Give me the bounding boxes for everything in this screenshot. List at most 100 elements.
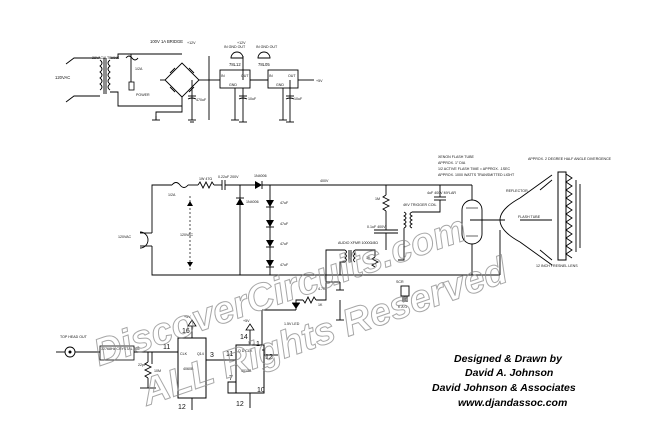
mains-dashed-link: [187, 196, 193, 270]
trigger-circuit: [374, 185, 446, 261]
reflector-beam: [470, 174, 553, 266]
reg1-pins-label: IN GND OUT: [224, 45, 246, 49]
crystal-label: 32768Hz CRYSTAL 555: [101, 347, 140, 351]
credit-line4: www.djandassoc.com: [458, 397, 567, 409]
credits-block: Designed & Drawn by David A. Johnson Dav…: [432, 353, 576, 409]
vcc2-label: +5V: [243, 319, 250, 323]
pin-1: 1: [256, 341, 260, 348]
ladder-cap-3: 47uF: [280, 242, 289, 246]
sensor-label: TOP HEAD OUT: [60, 335, 88, 339]
mains-mid-label: 120VAC: [180, 233, 194, 237]
r4-label: 4.7K: [318, 287, 326, 291]
tube-header-3: 1/2 ACTIVE FLASH TIME = APPROX. .1SEC: [438, 167, 511, 171]
r2-label: 1M: [375, 197, 380, 201]
rail1-label: +12V: [237, 41, 246, 45]
led-driver: [261, 281, 344, 350]
pin-12b: 12: [265, 354, 273, 361]
r1-label: 1W 47Ω: [199, 177, 212, 181]
timing-cap-label: 22pF: [138, 363, 147, 367]
pin-14: 14: [240, 334, 248, 341]
hv-rail-label: 400V: [320, 179, 329, 183]
ladder-cap-1: 47uF: [280, 201, 289, 205]
pin-16a: 16: [182, 328, 190, 335]
r5-label: 1K: [318, 303, 323, 307]
fresnel-lens: [557, 171, 581, 261]
hv-bus: [151, 180, 501, 276]
crystal-oscillator: [99, 345, 178, 389]
bridge-rectifier: [155, 62, 209, 120]
reg2-pins-label: IN GND OUT: [256, 45, 278, 49]
pin-10: 10: [257, 387, 265, 394]
timing-section: TOP HEAD OUT 32768Hz CRYSTAL 555 10M 22p…: [56, 315, 278, 411]
small-cap-label: 0.1uF 400V: [367, 225, 386, 229]
credit-line1: Designed & Drawn by: [454, 353, 563, 365]
flash-section: XENON FLASH TUBE APPROX. 1" DIA 1/2 ACTI…: [118, 155, 612, 350]
tube-header-4: APPROX. 1000 WATTS TRANSMITTED LIGHT: [438, 173, 515, 177]
ic-4060: [177, 319, 226, 410]
ladder-cap-2: 47uF: [280, 222, 289, 226]
fuse-label: 1/2A: [135, 67, 143, 71]
trigger-cap-label: 4uF 400V MYLAR: [427, 191, 456, 195]
led2-label: 1.5V LED: [284, 322, 300, 326]
ic2-pins: Q D CLK: [238, 349, 253, 353]
regulator-78l05: [257, 51, 314, 123]
transformer-label: 28VAC/6 TRANS: [92, 56, 120, 60]
flash-fuse-label: 1/2A: [168, 193, 176, 197]
regulator-78l12: [219, 51, 268, 121]
reg2-gnd-pin: GND: [276, 83, 284, 87]
tube-header-1: XENON FLASH TUBE: [438, 155, 474, 159]
ac-input-terminals: [65, 57, 100, 103]
reg1-in-pin: IN: [221, 74, 225, 78]
r3-label: 1K: [366, 256, 371, 260]
tube-header-2: APPROX. 1" DIA: [438, 161, 466, 165]
pin-11a: 11: [163, 344, 170, 351]
reg2-label: 78L05: [258, 62, 270, 67]
scr: [400, 285, 410, 302]
series-diode-label: 1N4006: [254, 174, 267, 178]
power-transformer: [99, 53, 182, 107]
trigger-coil-label: 4KV TRIGGER COIL: [403, 203, 436, 207]
mains-label: 120VAC: [118, 235, 132, 239]
reg2-in-pin: IN: [269, 74, 273, 78]
reg1-gnd-pin: GND: [229, 83, 237, 87]
ic1-q: Q14: [197, 352, 204, 356]
pin-7: 7: [229, 375, 233, 382]
lens-label: 12 INCH FRESNEL LENS: [536, 264, 578, 268]
power-supply-section: 120VAC 28VAC/6 TRANS 1/2A POWER: [55, 39, 323, 123]
bridge-label: 100V 1A BRIDGE: [150, 39, 183, 44]
pin-3: 3: [210, 352, 214, 359]
scr-label: SCR: [396, 280, 404, 284]
flash-tube-label: FLASH TUBE: [518, 215, 541, 219]
audio-transformer: [325, 249, 380, 282]
mains-plug: [139, 231, 152, 249]
supply-rail: [152, 56, 220, 123]
flash-tube: [461, 199, 483, 275]
pin-12a: 12: [178, 404, 186, 411]
reg2-out-pin: OUT: [288, 74, 296, 78]
scr-pins-label: K A G: [398, 305, 407, 309]
rail-12v: [238, 56, 248, 123]
power-led-label: POWER: [136, 93, 150, 97]
reflector-label: REFLECTOR: [506, 189, 528, 193]
reg1-label: 78L12: [229, 62, 241, 67]
pin-12c: 12: [236, 401, 244, 408]
series-cap-label: 0.22uF 200V: [218, 175, 239, 179]
ac-input-label: 120VAC: [55, 75, 70, 80]
vcc1-label: +5V: [184, 315, 191, 319]
rail0-label: +12V: [187, 41, 196, 45]
cap3-label: 10uF: [294, 97, 303, 101]
voltage-multiplier: [236, 185, 274, 275]
sensor-jack: [56, 346, 100, 358]
timing-r-label: 10M: [154, 369, 161, 373]
credit-line3: David Johnson & Associates: [432, 382, 576, 394]
beam-label: APPROX. 2 DEGREE HALF ANGLE DIVERGENCE: [528, 157, 612, 161]
power-fuse: [125, 54, 139, 91]
audio-xfmr-label: AUDIO XFMR 1000Ω/8Ω: [338, 241, 378, 245]
credit-line2: David A. Johnson: [465, 367, 553, 379]
reg1-out-pin: OUT: [241, 74, 249, 78]
bulk-cap-label: 470uF: [196, 98, 207, 102]
ic-4013: [226, 323, 278, 408]
ic1-clk: CLK: [180, 352, 188, 356]
ladder-diode-label: 1N4006: [246, 200, 259, 204]
